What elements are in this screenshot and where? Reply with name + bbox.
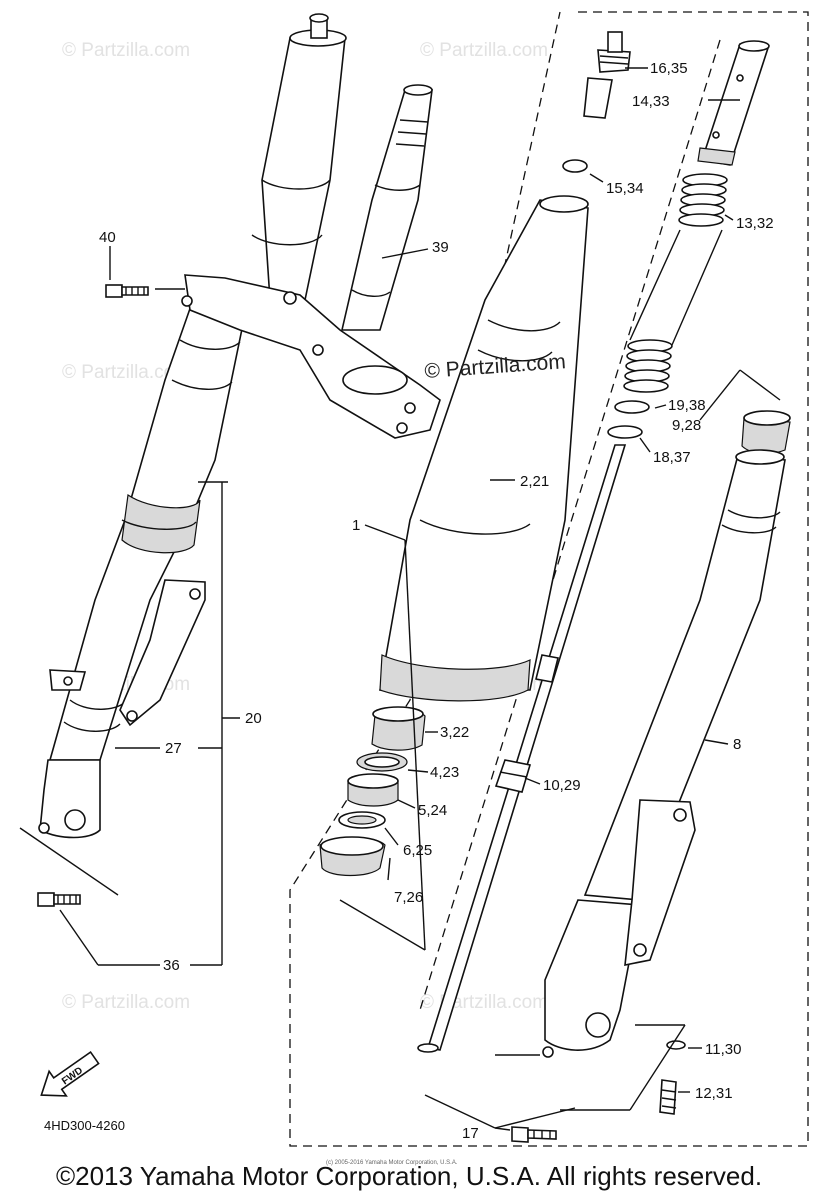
damper-rod-assembly	[417, 444, 627, 1053]
drain-bolt-group	[511, 1040, 686, 1143]
spring-group	[562, 31, 770, 439]
callout-13-32: 13,32	[736, 215, 774, 232]
callout-10-29: 10,29	[543, 777, 581, 794]
callout-36: 36	[163, 957, 180, 974]
callout-9-28: 9,28	[672, 417, 701, 434]
callout-3-22: 3,22	[440, 724, 469, 741]
callout-16-35: 16,35	[650, 60, 688, 77]
callout-2-21: 2,21	[520, 473, 549, 490]
callout-18-37: 18,37	[653, 449, 691, 466]
inner-tube-2-21	[379, 195, 589, 702]
outer-tube-8	[542, 410, 791, 1058]
leader-lines	[19, 67, 781, 1131]
watermark-6: © Partzilla.com	[62, 992, 190, 1013]
pinch-bolt-40	[105, 284, 149, 298]
callout-39: 39	[432, 239, 449, 256]
callout-6-25: 6,25	[403, 842, 432, 859]
callout-labels: 16,35 14,33 15,34 13,32 40 39 19,38 9,28…	[99, 60, 774, 1142]
callout-15-34: 15,34	[606, 180, 644, 197]
callout-20: 20	[245, 710, 262, 727]
diagram-code: 4HD300-4260	[44, 1118, 125, 1133]
steering-stem	[340, 84, 433, 331]
seal-stack	[319, 706, 426, 877]
forward-arrow-icon: FWD	[40, 1050, 100, 1097]
callout-27: 27	[165, 740, 182, 757]
under-bracket	[181, 274, 441, 439]
callout-40: 40	[99, 229, 116, 246]
fine-print: (c) 2005-2016 Yamaha Motor Corporation, …	[326, 1160, 458, 1166]
dashed-guide-inner	[419, 39, 721, 1011]
dashed-group-outline	[289, 11, 809, 1147]
fork-spring-13-32	[623, 173, 728, 393]
callout-7-26: 7,26	[394, 889, 423, 906]
assembled-fork-leg	[38, 13, 347, 839]
watermark-3: © Partzilla.com	[62, 362, 190, 383]
callout-17: 17	[462, 1125, 479, 1142]
callout-14-33: 14,33	[632, 93, 670, 110]
watermark-2: © Partzilla.com	[420, 40, 548, 61]
callout-12-31: 12,31	[695, 1085, 733, 1102]
callout-19-38: 19,38	[668, 397, 706, 414]
axle-pinch-bolt-36	[37, 892, 81, 907]
callout-8: 8	[733, 736, 741, 753]
callout-5-24: 5,24	[418, 802, 447, 819]
callout-11-30: 11,30	[705, 1041, 741, 1058]
callout-1: 1	[352, 517, 360, 534]
copyright-notice: ©2013 Yamaha Motor Corporation, U.S.A. A…	[55, 1161, 763, 1191]
callout-4-23: 4,23	[430, 764, 459, 781]
watermark-1: © Partzilla.com	[62, 40, 190, 61]
